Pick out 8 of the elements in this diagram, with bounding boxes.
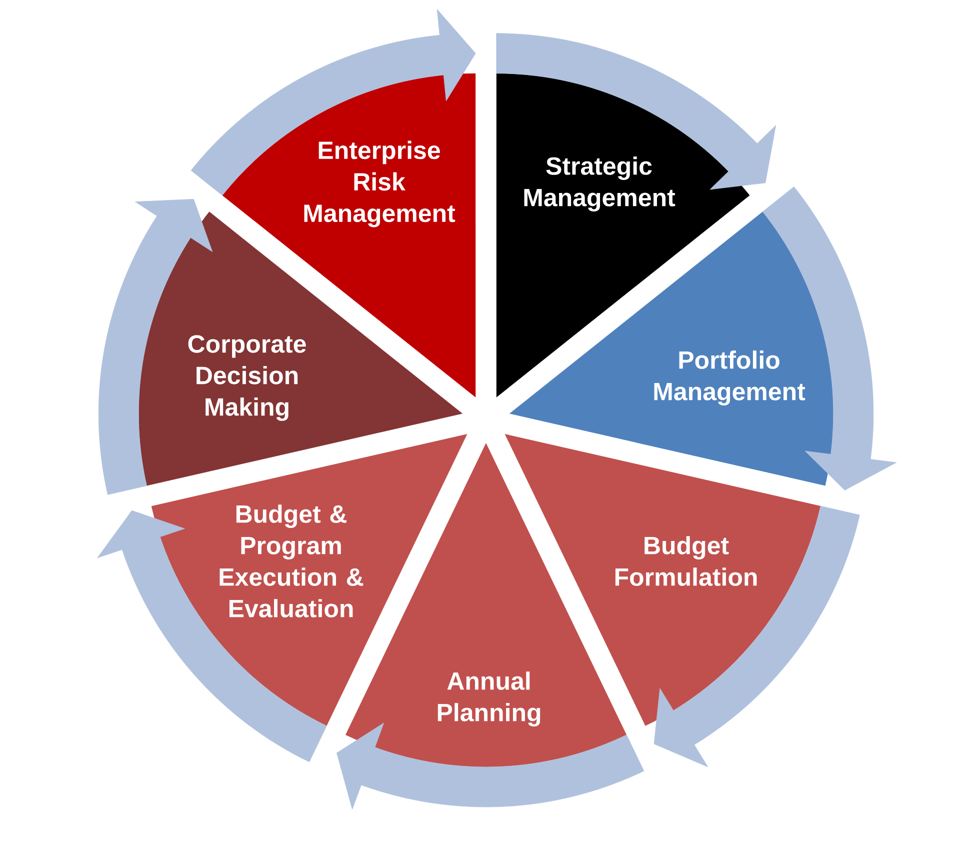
pie-segment: Portfolio Management bbox=[509, 212, 834, 486]
curved-arrow bbox=[654, 506, 860, 768]
curved-arrow bbox=[98, 198, 213, 495]
curved-arrow bbox=[496, 33, 776, 190]
curved-arrow bbox=[190, 9, 476, 196]
curved-arrow bbox=[336, 722, 644, 810]
curved-arrow bbox=[762, 186, 897, 490]
curved-arrow bbox=[97, 510, 327, 762]
